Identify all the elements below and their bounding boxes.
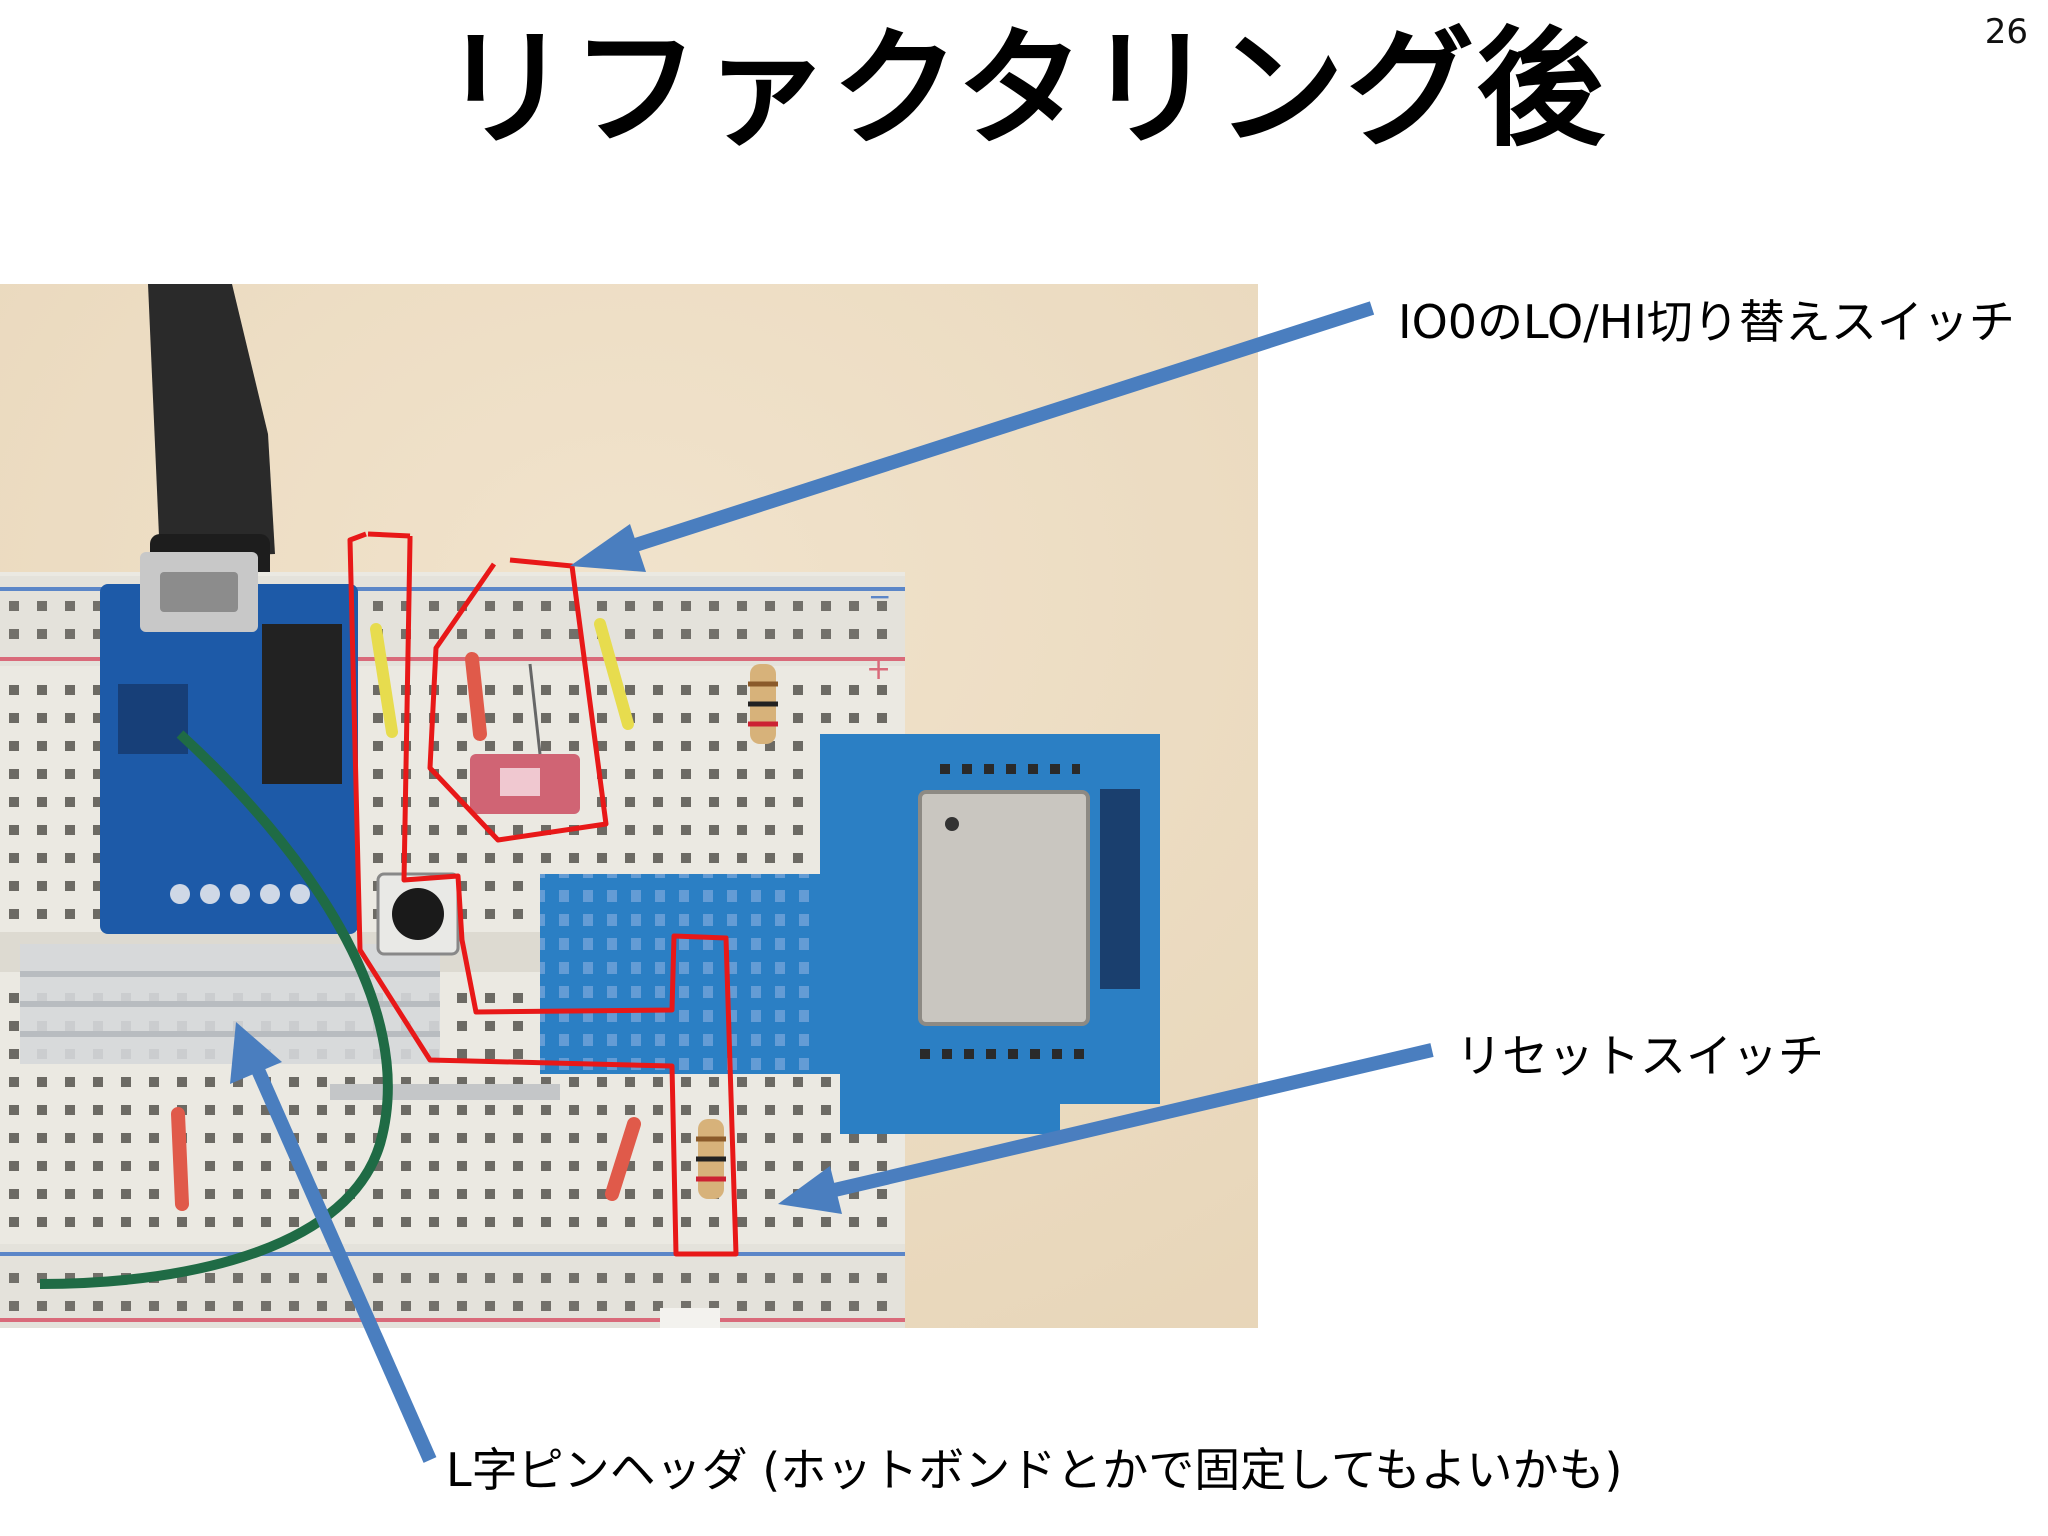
breadboard-photo: − +: [0, 284, 1258, 1328]
page-number: 26: [1984, 12, 2028, 52]
usb-cable: [148, 284, 275, 559]
slide-title: リファクタリング後: [441, 15, 1607, 164]
breadboard-photo-illustration: − +: [0, 284, 1258, 1328]
usb-serial-chip: [262, 624, 342, 784]
callout-io0-switch: IO0のLO/HI切り替えスイッチ: [1398, 295, 2015, 349]
callout-pin-header: L字ピンヘッダ (ホットボンドとかで固定してもよいかも): [446, 1443, 1623, 1497]
callout-reset-switch: リセットスイッチ: [1456, 1029, 1824, 1083]
esp-module: [918, 790, 1090, 1026]
svg-text:−: −: [868, 580, 891, 613]
